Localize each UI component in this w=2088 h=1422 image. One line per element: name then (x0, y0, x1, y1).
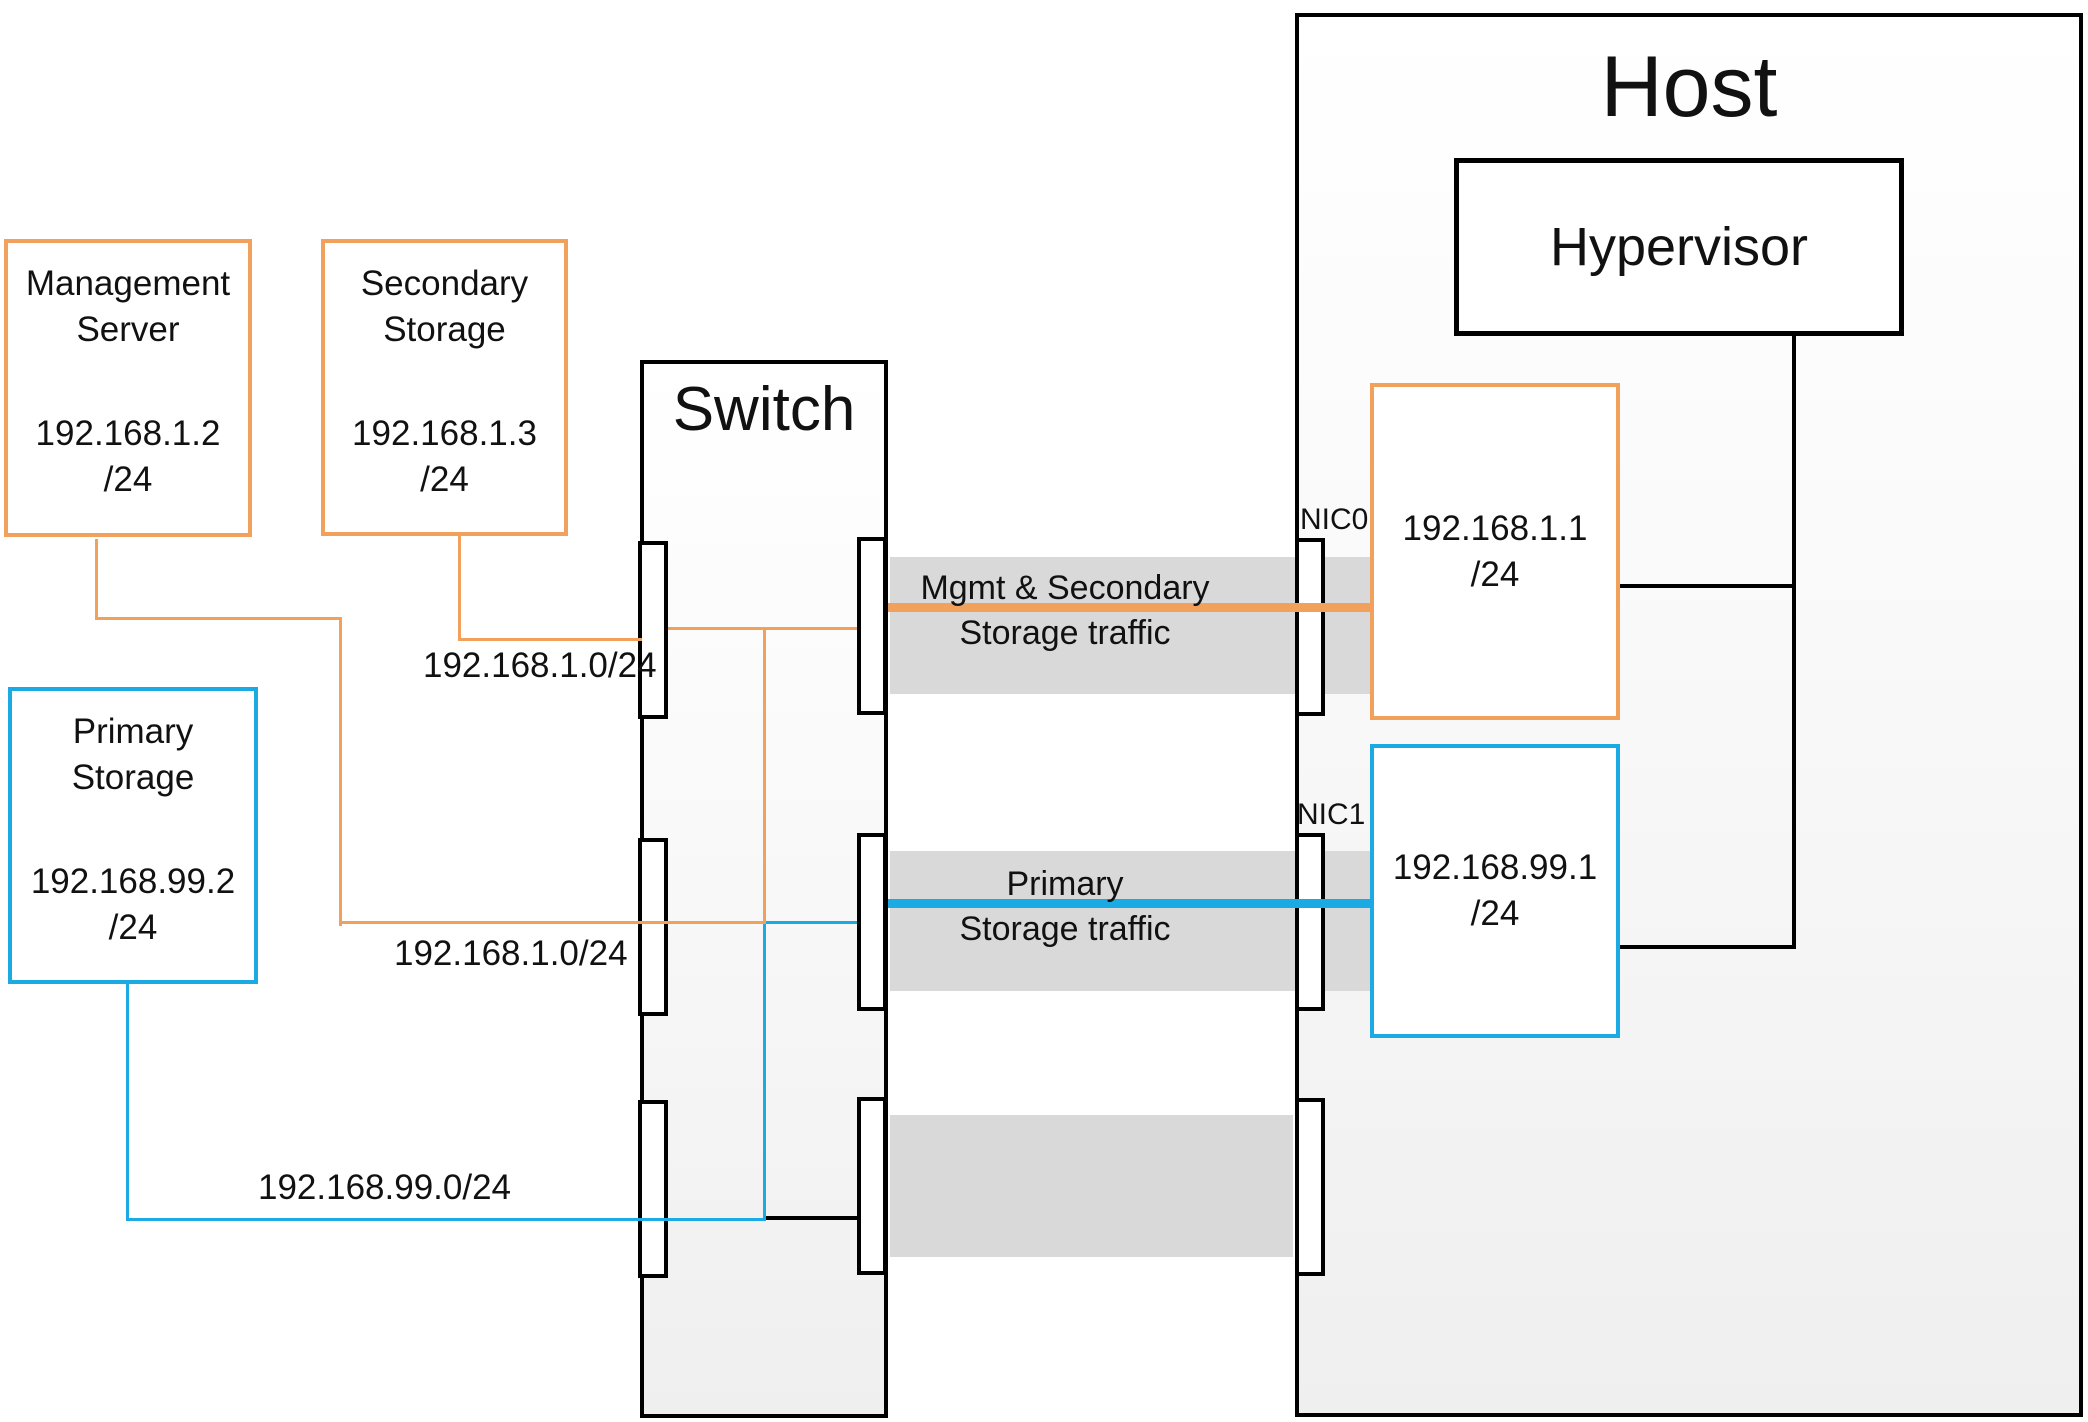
primary-link-to-switch-line (126, 1218, 766, 1221)
secondary-storage-node: Secondary Storage 192.168.1.3 /24 (321, 239, 568, 536)
hypervisor-trunk-line (1792, 334, 1796, 949)
switch-left-port-1 (638, 541, 668, 719)
nic0-node: 192.168.1.1 /24 (1370, 383, 1620, 720)
host-port-nic0 (1295, 538, 1325, 716)
switch-internal-black-line (766, 1216, 857, 1220)
management-server-label: Management Server (25, 264, 231, 349)
mgmt-link-across-line (95, 617, 342, 620)
mgmt-link-drop-line (95, 539, 98, 620)
nic0-label: NIC0 (1300, 503, 1369, 536)
management-server-ip: 192.168.1.2 /24 (35, 414, 221, 499)
switch-internal-blue-line (766, 921, 857, 924)
nic0-ip: 192.168.1.1 /24 (1402, 508, 1588, 594)
host-port-nic1 (1295, 833, 1325, 1011)
band-primary-traffic (890, 851, 1370, 991)
primary-storage-label: Primary Storage (71, 712, 195, 797)
mgmt-secondary-traffic-line (888, 603, 1370, 612)
nic1-ip: 192.168.99.1 /24 (1392, 848, 1598, 933)
primary-link-drop-line (126, 983, 129, 1221)
primary-storage-ip: 192.168.99.2 /24 (30, 862, 236, 947)
switch-internal-orange-riser (763, 627, 766, 924)
nic1-node: 192.168.99.1 /24 (1370, 744, 1620, 1038)
subnet-label-secondary: 192.168.1.0/24 (423, 646, 657, 685)
secondary-storage-ip: 192.168.1.3 /24 (352, 414, 537, 499)
subnet-label-management: 192.168.1.0/24 (394, 934, 628, 973)
switch-left-port-3 (638, 1100, 668, 1278)
switch-internal-orange-line (668, 627, 857, 630)
hypervisor-label: Hypervisor (1549, 217, 1809, 277)
host-port-3 (1295, 1098, 1325, 1276)
band-mgmt-traffic (890, 557, 1370, 694)
mgmt-secondary-traffic-label: Mgmt & Secondary Storage traffic (920, 569, 1210, 652)
mgmt-link-down-line (339, 617, 342, 926)
subnet-label-primary: 192.168.99.0/24 (258, 1168, 512, 1207)
band-unused (890, 1115, 1293, 1257)
primary-traffic-label: Primary Storage traffic (959, 865, 1171, 948)
primary-traffic-line (888, 899, 1370, 908)
nic0-hypervisor-line (1620, 584, 1792, 588)
primary-storage-node: Primary Storage 192.168.99.2 /24 (8, 687, 258, 984)
secondary-link-drop-line (458, 534, 461, 641)
switch-right-port-2 (857, 833, 887, 1011)
secondary-link-to-switch-line (458, 638, 642, 641)
host-title: Host (1600, 39, 1778, 135)
switch-internal-blue-riser (763, 924, 766, 1221)
management-server-node: Management Server 192.168.1.2 /24 (4, 239, 252, 537)
switch-left-port-2 (638, 838, 668, 1016)
switch-right-port-3 (857, 1097, 887, 1275)
switch-right-port-1 (857, 537, 887, 715)
switch-title: Switch (672, 375, 856, 444)
hypervisor-box: Hypervisor (1454, 158, 1904, 336)
nic1-label: NIC1 (1297, 798, 1366, 831)
mgmt-link-to-switch-line (339, 921, 766, 924)
nic1-hypervisor-line (1620, 945, 1796, 949)
secondary-storage-label: Secondary Storage (360, 264, 529, 349)
